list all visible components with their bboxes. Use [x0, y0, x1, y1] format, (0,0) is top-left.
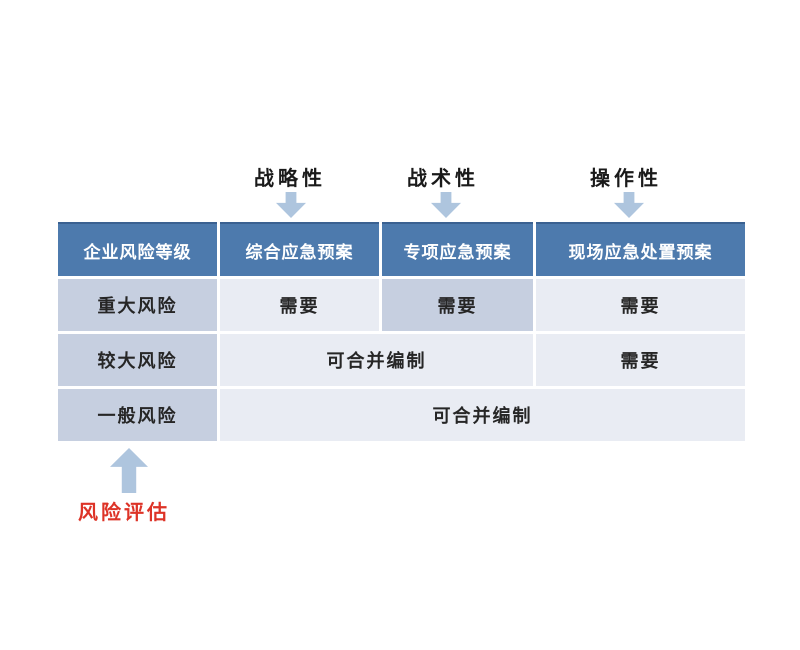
cell-major-onsite: 需要: [536, 279, 745, 331]
label-strategic: 战略性: [254, 168, 326, 190]
header-comprehensive-plan: 综合应急预案: [220, 222, 379, 276]
table-row-major-risk: 重大风险 需要 需要 需要: [58, 279, 745, 331]
cell-general-merged: 可合并编制: [220, 389, 745, 441]
table-header-row: 企业风险等级 综合应急预案 专项应急预案 现场应急处置预案: [58, 222, 745, 276]
cell-large-onsite: 需要: [536, 334, 745, 386]
header-onsite-plan: 现场应急处置预案: [536, 222, 745, 276]
label-operational: 操作性: [590, 168, 662, 190]
cell-major-comprehensive: 需要: [220, 279, 379, 331]
down-arrow-icon: [614, 192, 644, 218]
header-special-plan: 专项应急预案: [382, 222, 533, 276]
cell-major-risk-level: 重大风险: [58, 279, 217, 331]
up-arrow-icon: [110, 448, 148, 493]
header-risk-level: 企业风险等级: [58, 222, 217, 276]
down-arrow-icon: [276, 192, 306, 218]
table-row-large-risk: 较大风险 可合并编制 需要: [58, 334, 745, 386]
cell-large-merged: 可合并编制: [220, 334, 533, 386]
down-arrow-icon: [431, 192, 461, 218]
risk-assessment-label: 风险评估: [78, 502, 170, 524]
emergency-plan-table: 企业风险等级 综合应急预案 专项应急预案 现场应急处置预案 重大风险 需要 需要…: [55, 219, 748, 444]
table-row-general-risk: 一般风险 可合并编制: [58, 389, 745, 441]
cell-major-special: 需要: [382, 279, 533, 331]
cell-large-risk-level: 较大风险: [58, 334, 217, 386]
cell-general-risk-level: 一般风险: [58, 389, 217, 441]
label-tactical: 战术性: [407, 168, 479, 190]
